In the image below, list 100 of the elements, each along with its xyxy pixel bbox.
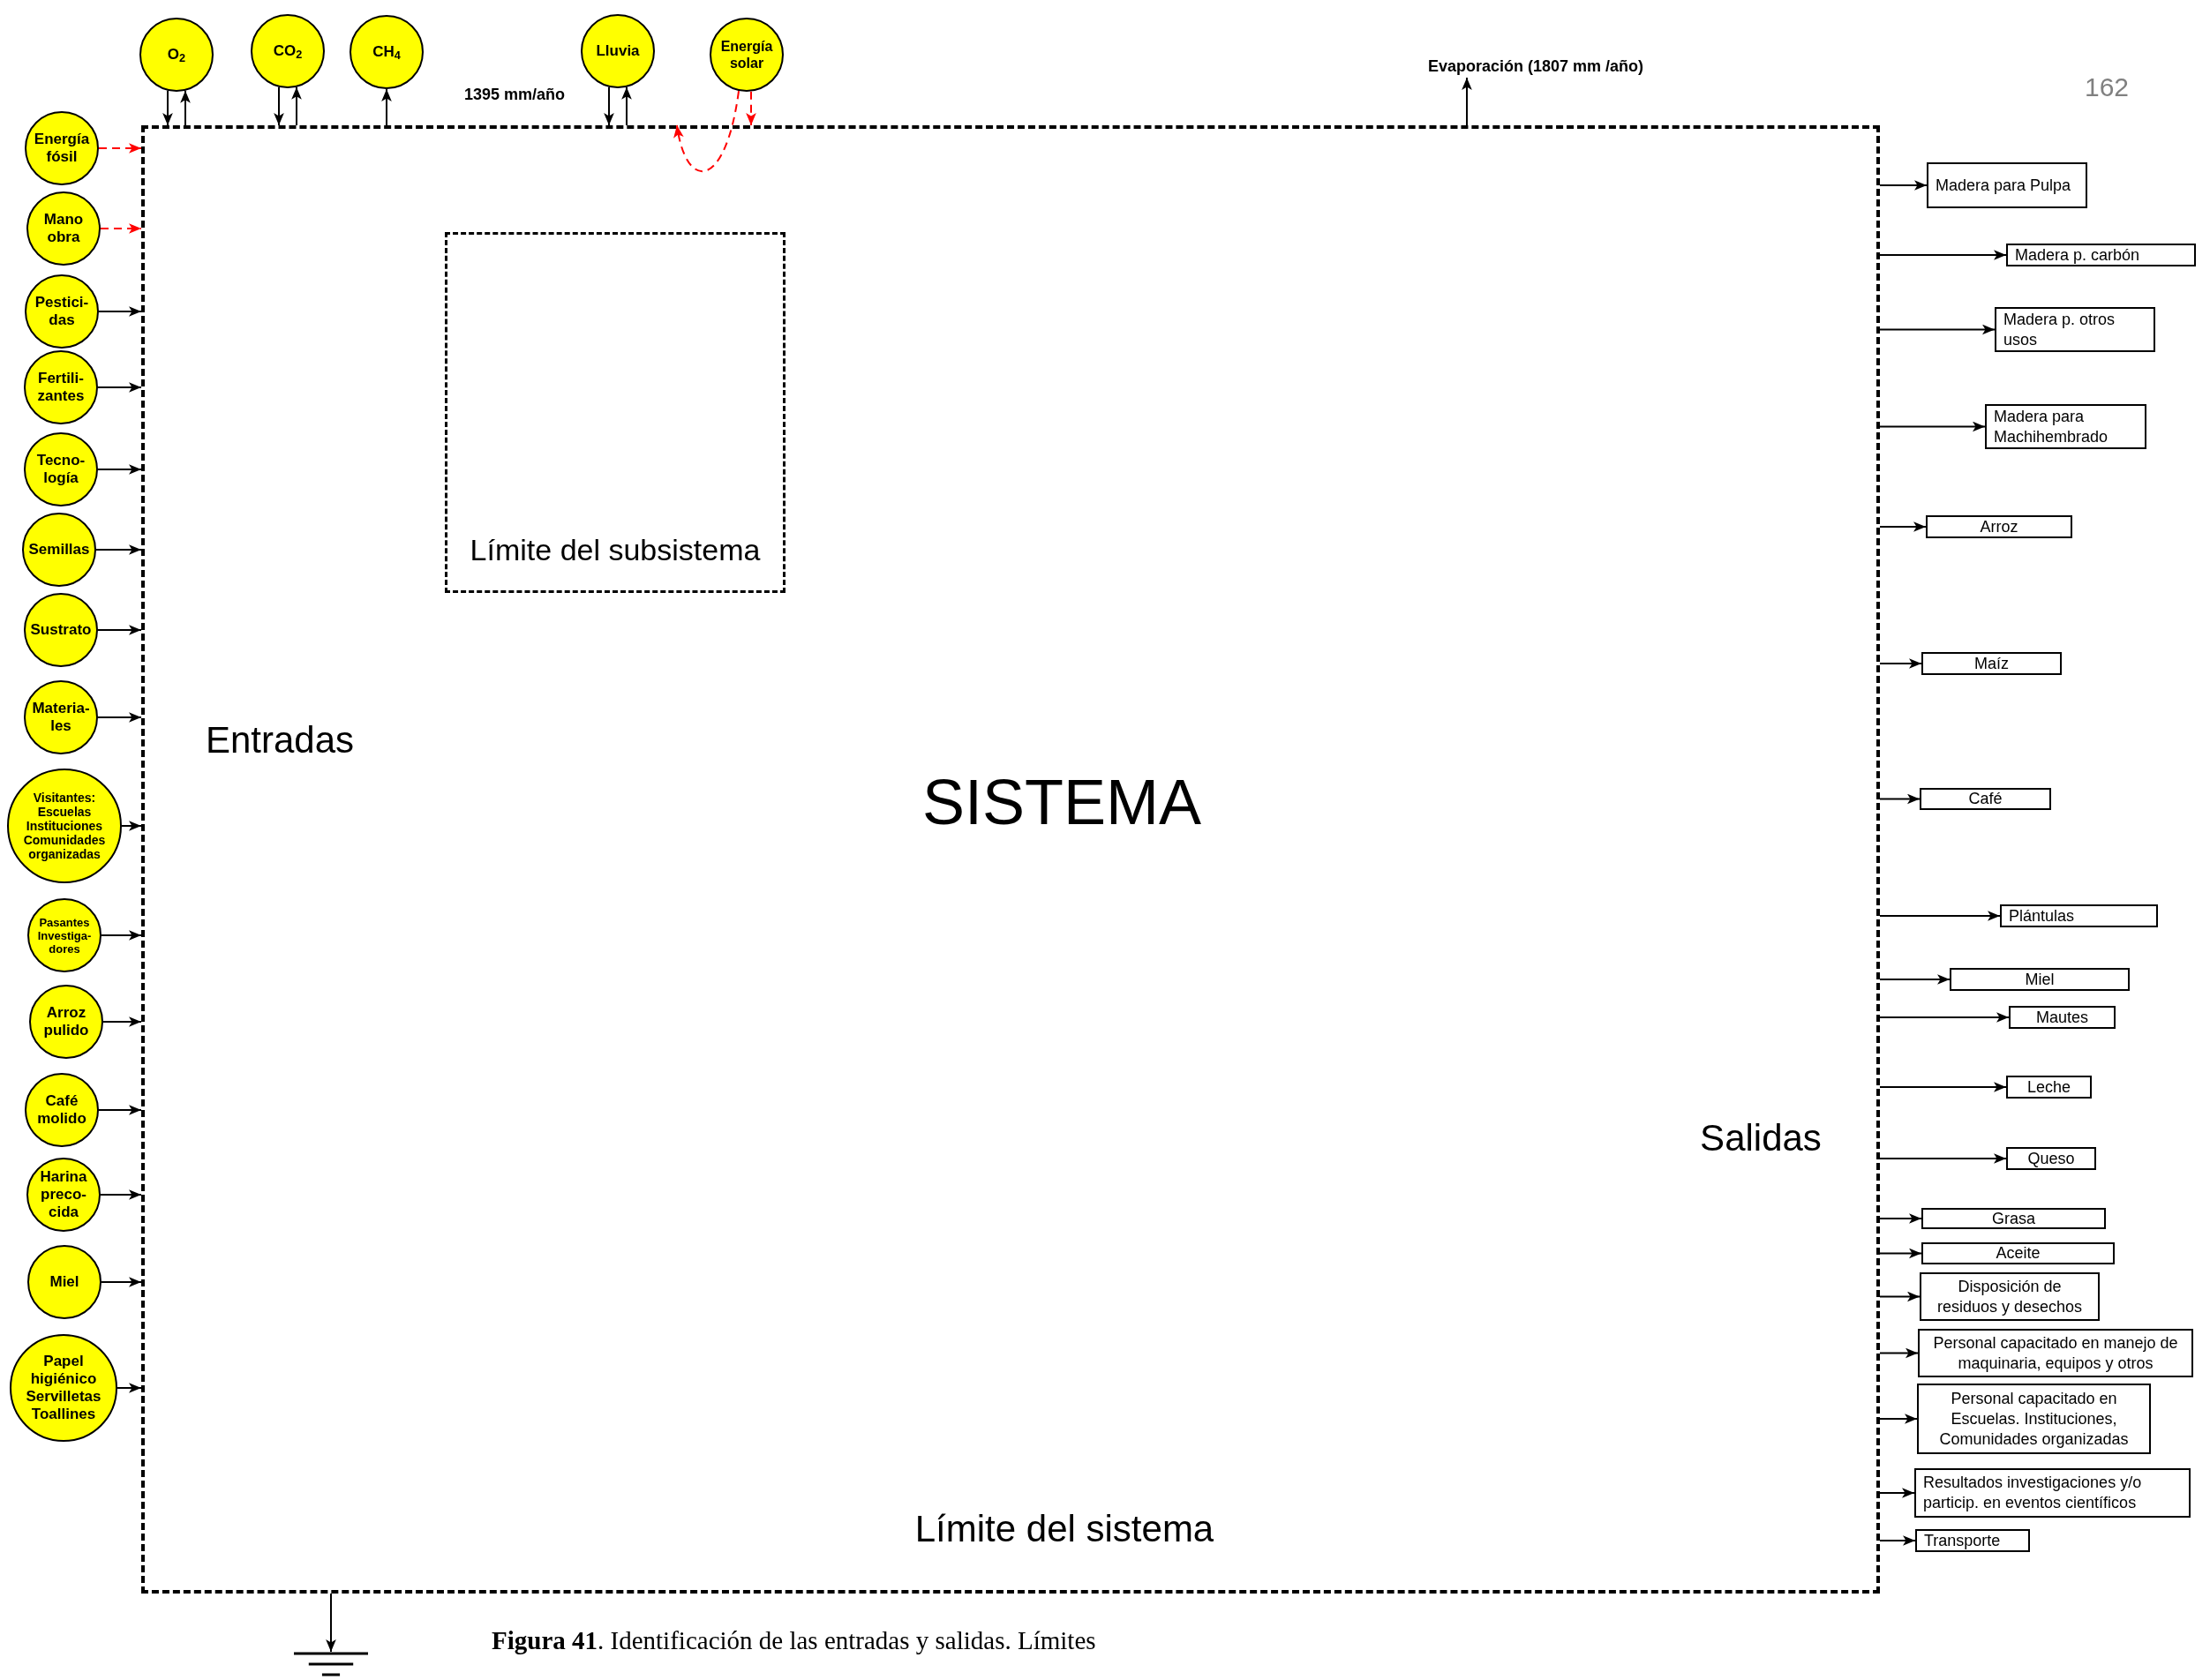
circle-label: Sustrato: [29, 621, 93, 639]
output-label: Queso: [2027, 1148, 2075, 1169]
arrow: [381, 88, 392, 126]
output-label: Madera para Machihembrado: [1994, 406, 2109, 447]
arrow: [98, 1105, 142, 1115]
arrow: [97, 712, 142, 723]
arrow: [101, 1277, 142, 1287]
section-label: Salidas: [1700, 1115, 1822, 1160]
output-label: Miel: [2025, 969, 2055, 990]
boundary-label: Límite del subsistema: [470, 532, 761, 568]
output-box: [1921, 1208, 2106, 1229]
circle-label: Pasantes Investiga- dores: [36, 915, 93, 956]
arrow: [121, 821, 142, 831]
arrow: [1879, 1213, 1922, 1224]
system-boundary: [141, 125, 1880, 1594]
arrow: [1462, 77, 1472, 126]
page-number: 162: [2085, 71, 2130, 103]
output-box: [1917, 1384, 2151, 1454]
output-label: Plántulas: [2009, 905, 2075, 926]
output-box: [1915, 1529, 2030, 1552]
arrow: [291, 86, 302, 126]
arrow: [95, 544, 142, 555]
output-box: [1995, 307, 2155, 352]
arrow: [97, 382, 142, 393]
arrow: [100, 1189, 142, 1200]
output-box: [2009, 1006, 2116, 1029]
circle-label: Miel: [49, 1273, 80, 1291]
circle-label: Visitantes: Escuelas Instituciones Comunidades organizadas: [22, 791, 107, 861]
arrow: [1879, 180, 1928, 191]
circle-label: Mano obra: [42, 211, 85, 246]
arrow: [1879, 1291, 1921, 1302]
circle-label: Semillas: [27, 541, 91, 559]
output-box: [1950, 968, 2130, 991]
arrow: [98, 306, 142, 317]
output-label: Madera p. carbón: [2015, 244, 2140, 266]
circle-label: Arroz pulido: [42, 1004, 90, 1039]
circle-label: Tecno- logía: [35, 452, 86, 487]
subsystem-boundary: [445, 232, 786, 593]
output-label: Leche: [2026, 1076, 2071, 1098]
output-box: [2006, 244, 2196, 266]
output-box: [2006, 1147, 2096, 1170]
arrow: [1879, 421, 1986, 432]
arrow: [1879, 1248, 1922, 1259]
output-label: Resultados investigaciones y/o particip. en eventos científicos: [1923, 1473, 2143, 1513]
arrow: [1879, 1153, 2007, 1164]
output-label: Disposición de residuos y desechos: [1936, 1276, 2084, 1317]
arrow: [1879, 911, 2001, 921]
output-box: [1914, 1468, 2191, 1518]
arrow: [97, 625, 142, 635]
output-box: [2006, 1076, 2092, 1099]
output-label: Grasa: [1992, 1208, 2035, 1229]
circle-label: Energía solar: [719, 38, 774, 71]
circle-label: Pestici- das: [34, 294, 90, 329]
arrow: [1879, 1347, 1919, 1359]
output-box: [1920, 1272, 2100, 1321]
arrow: [274, 86, 284, 126]
arrow: [621, 86, 632, 126]
ground-symbol: [294, 1652, 368, 1676]
output-label: Aceite: [1996, 1243, 2041, 1264]
arrow: [1879, 1012, 2010, 1023]
circle-label: O$_{2}$: [166, 46, 187, 64]
arrow: [162, 89, 173, 126]
output-label: Mautes: [2036, 1007, 2088, 1028]
arrow: [1879, 250, 2007, 260]
output-label: Transporte: [1924, 1530, 2001, 1551]
arrow: [180, 89, 191, 126]
evaporation-label: Evaporación (1807 mm /año): [1428, 55, 1644, 78]
arrow: [1879, 1535, 1916, 1546]
circle-label: Lluvia: [595, 42, 641, 60]
output-box: [1921, 652, 2062, 675]
circle-label: CO$_{2}$: [272, 42, 304, 60]
arrow: [1879, 1082, 2007, 1092]
arrow: [101, 930, 142, 941]
circle-label: Materia- les: [31, 700, 91, 735]
output-label: Madera p. otros usos: [2003, 309, 2116, 350]
output-label: Personal capacitado en Escuelas. Instituciones, Comunidades organizadas: [1938, 1388, 2130, 1450]
flow-rate-label: 1395 mm/año: [463, 85, 565, 105]
output-box: [1921, 1242, 2115, 1264]
arrow: [1879, 974, 1951, 985]
circle-label: CH$_{4}$: [372, 43, 402, 61]
arrow: [746, 90, 756, 126]
output-label: Madera para Pulpa: [1936, 175, 2071, 196]
arrow: [1879, 521, 1927, 532]
arrow: [97, 464, 142, 475]
output-label: Café: [1968, 789, 2003, 809]
output-box: [1920, 788, 2051, 810]
output-label: Arroz: [1980, 516, 2018, 537]
arrow: [117, 1383, 142, 1393]
output-box: [1927, 162, 2087, 208]
system-title: SISTEMA: [921, 766, 1202, 839]
output-label: Personal capacitado en manejo de maquinaria, equipos y otros: [1932, 1332, 2179, 1374]
arrow: [1879, 1488, 1915, 1498]
output-box: [1918, 1329, 2193, 1377]
arrow: [1879, 658, 1922, 669]
circle-label: Café molido: [36, 1092, 87, 1128]
arrow: [1879, 1414, 1918, 1424]
section-label: Entradas: [205, 717, 355, 762]
output-box: [1926, 515, 2072, 538]
circle-label: Papel higiénico Servilletas Toallines: [25, 1353, 102, 1423]
circle-label: Harina preco- cida: [39, 1168, 88, 1221]
